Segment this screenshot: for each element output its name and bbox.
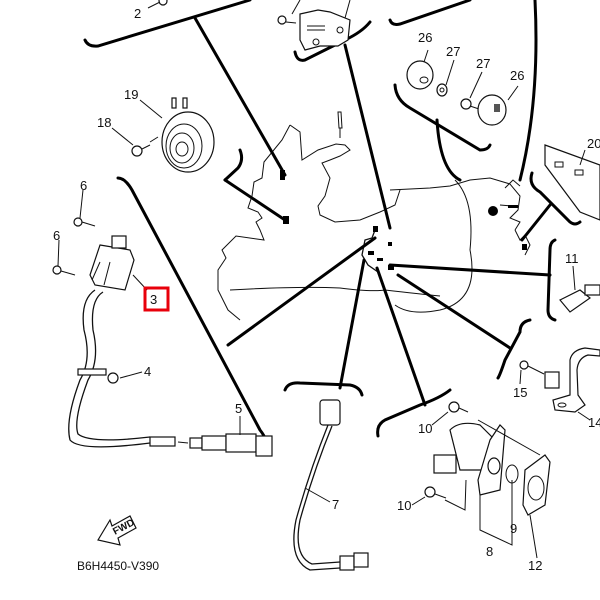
part-5-plug: [149, 416, 273, 457]
callout-6-upper[interactable]: 6: [80, 178, 87, 193]
callout-7[interactable]: 7: [332, 497, 339, 512]
callout-10-upper[interactable]: 10: [418, 421, 432, 436]
callout-8[interactable]: 8: [486, 544, 493, 559]
callout-18[interactable]: 19: [124, 87, 138, 102]
callout-12[interactable]: 11: [565, 251, 579, 266]
callout-6-lower[interactable]: 6: [53, 228, 60, 243]
callout-14[interactable]: 14: [588, 415, 600, 430]
callout-11[interactable]: 12: [528, 558, 542, 573]
part-12-sensor: [559, 265, 600, 313]
part-2-bolt: [147, 0, 168, 9]
callout-5[interactable]: 5: [235, 401, 242, 416]
callout-15[interactable]: 15: [513, 385, 527, 400]
callout-4[interactable]: 4: [144, 364, 151, 379]
drawing-code: B6H4450-V390: [77, 559, 159, 573]
motorcycle-outline: [217, 111, 531, 321]
callout-26-right[interactable]: 26: [510, 68, 524, 83]
callout-27-left[interactable]: 27: [446, 44, 460, 59]
callout-9[interactable]: 9: [510, 521, 517, 536]
callout-19[interactable]: 18: [97, 115, 111, 130]
part-20-plate: [544, 144, 600, 221]
valve-assembly: [411, 401, 551, 559]
callout-26-left[interactable]: 26: [418, 30, 432, 45]
highlight-box-part-3: [143, 286, 170, 312]
horn: [111, 97, 215, 173]
part-14-bracket: [519, 347, 600, 421]
callout-3[interactable]: 3: [150, 292, 157, 307]
callout-2[interactable]: 2: [134, 6, 141, 21]
callout-27-right[interactable]: 27: [476, 56, 490, 71]
forward-arrow-icon: FWD: [97, 515, 137, 546]
cap-group: [406, 49, 519, 126]
sensor-bracket: [277, 0, 351, 51]
part-3-coil: [52, 189, 151, 448]
callout-10-lower[interactable]: 10: [397, 498, 411, 513]
part-7-sensor: [293, 399, 369, 571]
part-4-clamp: [77, 368, 143, 384]
callout-20[interactable]: 20: [587, 136, 600, 151]
group-brackets: [83, 0, 582, 457]
